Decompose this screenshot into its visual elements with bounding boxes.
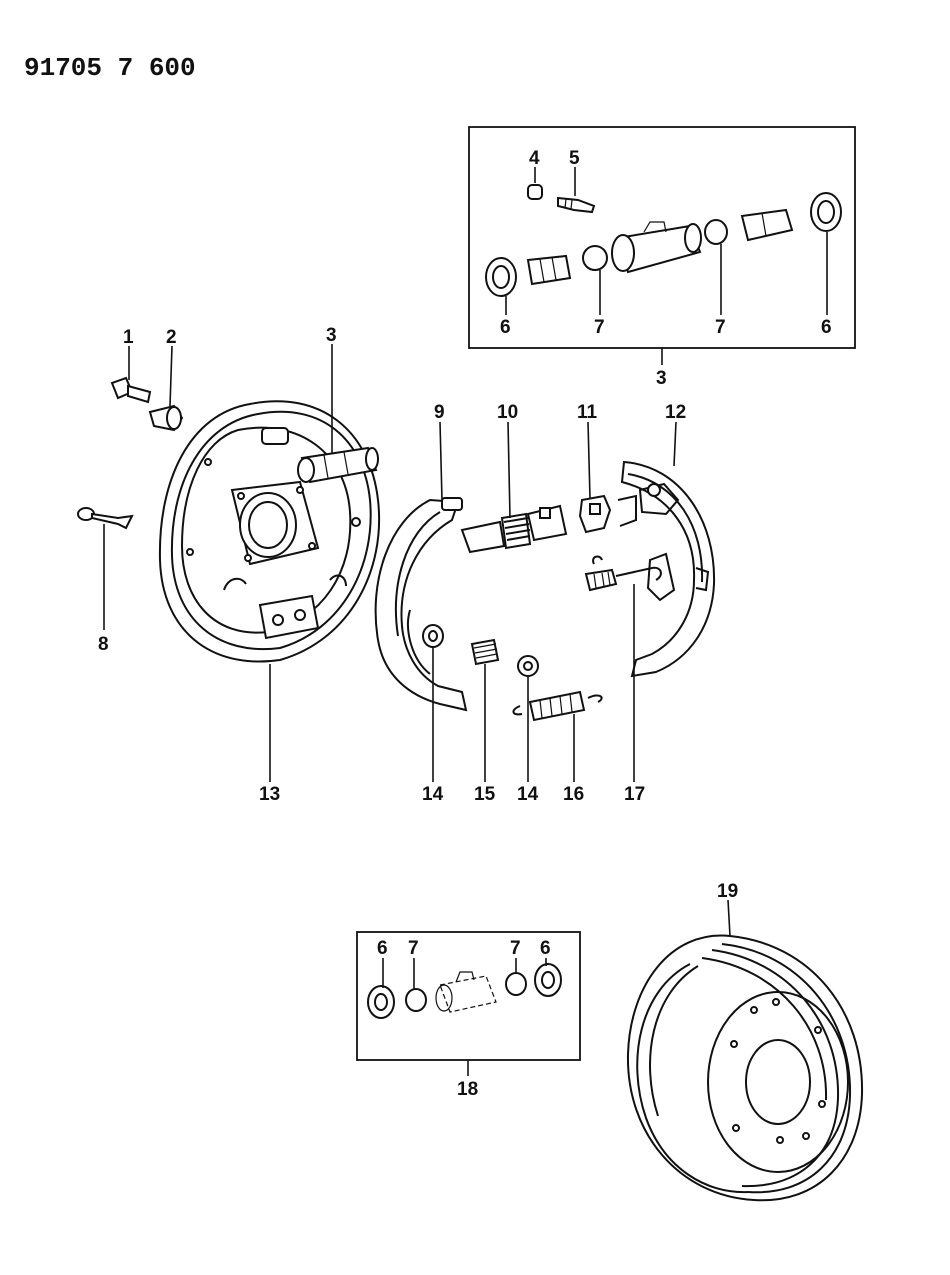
piston-part-right bbox=[740, 208, 794, 242]
brake-drum-part bbox=[626, 934, 864, 1202]
boot-part-lower-right bbox=[534, 963, 562, 997]
cup-part-lower-right bbox=[505, 972, 527, 996]
callout-8: 8 bbox=[98, 634, 109, 655]
cup-part-lower-left bbox=[405, 988, 427, 1012]
boot-part-left bbox=[485, 257, 517, 297]
callout-3-kit: 3 bbox=[656, 368, 667, 389]
bleeder-cap-part bbox=[527, 184, 543, 200]
hold-down-pin-part bbox=[77, 507, 134, 530]
piston-part-left bbox=[526, 254, 572, 286]
callout-labels: 1 2 3 3 4 5 6 6 7 7 8 9 10 11 12 13 14 1… bbox=[98, 148, 832, 1100]
callout-7-right: 7 bbox=[715, 317, 726, 338]
callout-14-right: 14 bbox=[517, 784, 539, 805]
brake-shoe-left-part bbox=[374, 497, 468, 712]
callout-3: 3 bbox=[326, 325, 337, 346]
brake-shoe-right-part bbox=[617, 460, 716, 678]
washer-part-left bbox=[422, 624, 444, 648]
cup-part-left bbox=[582, 245, 608, 271]
cylinder-body-part bbox=[611, 221, 702, 274]
callout-5: 5 bbox=[569, 148, 580, 169]
callout-6-lower-right: 6 bbox=[540, 938, 551, 959]
diagram-code: 91705 7 600 bbox=[24, 53, 196, 83]
callout-15: 15 bbox=[474, 784, 496, 805]
callout-10: 10 bbox=[497, 402, 518, 423]
wheel-cylinder-kit-box bbox=[468, 126, 856, 365]
shoe-spring-upper-part bbox=[584, 555, 662, 592]
callout-9: 9 bbox=[434, 402, 445, 423]
callout-17: 17 bbox=[624, 784, 645, 805]
hold-down-spring-part bbox=[470, 638, 500, 666]
callout-7-lower-left: 7 bbox=[408, 938, 419, 959]
callout-12: 12 bbox=[665, 402, 686, 423]
callout-7-left: 7 bbox=[594, 317, 605, 338]
callout-6-right: 6 bbox=[821, 317, 832, 338]
callout-18: 18 bbox=[457, 1079, 478, 1100]
adjuster-part bbox=[460, 504, 568, 554]
callout-4: 4 bbox=[529, 148, 540, 169]
backing-plate-part bbox=[158, 400, 381, 663]
callout-19: 19 bbox=[717, 881, 738, 902]
wheel-cylinder-kit-box-lower bbox=[356, 931, 581, 1076]
cup-part-right bbox=[704, 219, 728, 245]
callout-2: 2 bbox=[166, 327, 177, 348]
plug-part bbox=[148, 404, 184, 432]
callout-6-lower-left: 6 bbox=[377, 938, 388, 959]
boot-part-lower-left bbox=[367, 985, 395, 1019]
callout-6-left: 6 bbox=[500, 317, 511, 338]
boot-part-right bbox=[810, 192, 842, 232]
callout-13: 13 bbox=[259, 784, 280, 805]
leader-lines bbox=[103, 344, 731, 937]
adjusting-lever-part bbox=[578, 494, 612, 534]
callout-1: 1 bbox=[123, 327, 134, 348]
washer-part-right bbox=[517, 655, 539, 677]
cylinder-body-part-lower bbox=[435, 971, 497, 1013]
callout-7-lower-right: 7 bbox=[510, 938, 521, 959]
callout-11: 11 bbox=[577, 402, 598, 423]
callout-16: 16 bbox=[563, 784, 584, 805]
return-spring-lower-part bbox=[512, 690, 603, 722]
bleeder-screw-part bbox=[557, 196, 596, 214]
callout-14-left: 14 bbox=[422, 784, 444, 805]
bolt-part bbox=[110, 376, 152, 404]
